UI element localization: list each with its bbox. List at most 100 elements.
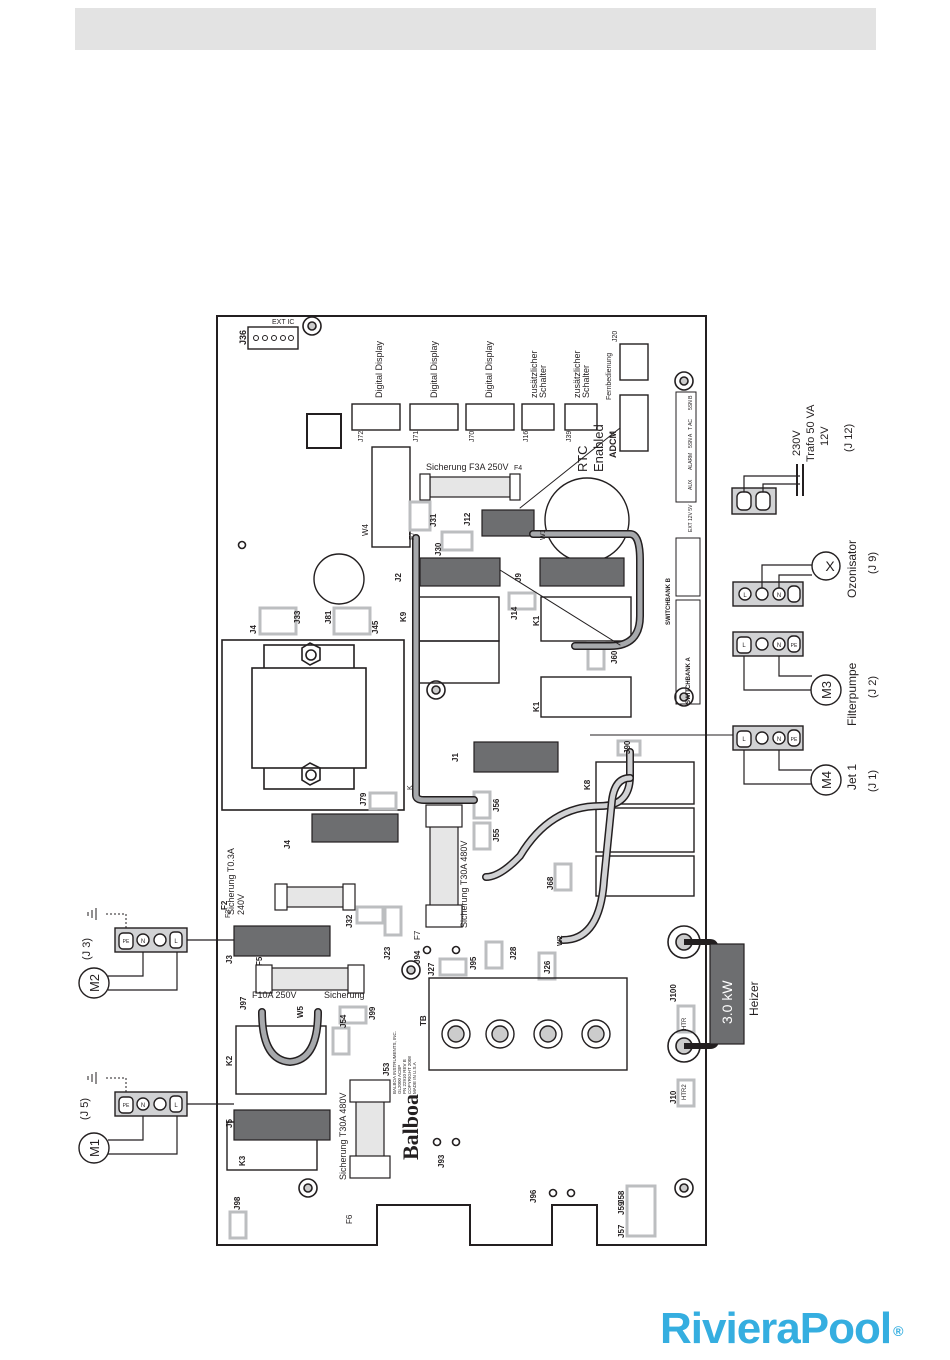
label-j33: J33 bbox=[293, 610, 302, 624]
jet1-label: Jet 1 bbox=[845, 764, 859, 790]
label-j90: J90 bbox=[623, 740, 632, 754]
m1-term-pe: PE bbox=[123, 1103, 130, 1109]
jet-term-n: N bbox=[777, 737, 781, 743]
label-j95: J95 bbox=[469, 956, 478, 970]
terminal-block bbox=[428, 977, 628, 1071]
adcm-label: ADCM bbox=[608, 431, 618, 458]
fuse-f2-id: F2 bbox=[220, 900, 229, 910]
label-j3: J3 bbox=[225, 955, 234, 964]
filter-pump-symbol: M3 bbox=[819, 681, 834, 699]
label-j26: J26 bbox=[543, 960, 552, 974]
label-tb: TB bbox=[419, 1015, 428, 1026]
capacitor bbox=[313, 553, 365, 605]
label-j45: J45 bbox=[371, 620, 380, 634]
label-j96: J96 bbox=[529, 1189, 538, 1203]
m2-jack: (J 3) bbox=[81, 938, 93, 960]
balboa-line-4: COPYRIGHT 2008 bbox=[407, 1056, 412, 1094]
display-2-jack: J71 bbox=[413, 431, 420, 442]
fuse-f6-label: Sicherung T30A 480V bbox=[338, 1093, 348, 1180]
label-f2: F2 bbox=[225, 910, 232, 918]
ozonator-connector bbox=[732, 551, 841, 607]
label-htr2: HTR2 bbox=[682, 1084, 688, 1100]
ozonator-symbol: X bbox=[825, 558, 835, 574]
jet1-symbol: M4 bbox=[819, 771, 834, 789]
rivierapool-logo: RivieraPool® bbox=[660, 1304, 930, 1354]
switchbank-a-label: SWITCHBANK A bbox=[686, 657, 692, 704]
transformer-block bbox=[221, 639, 405, 811]
heater-power: 3.0 kW bbox=[719, 980, 735, 1024]
brand-registered-mark: ® bbox=[893, 1323, 903, 1339]
label-j23: J23 bbox=[383, 946, 392, 960]
transformer-jack: (J 12) bbox=[843, 424, 855, 452]
label-j30: J30 bbox=[434, 542, 443, 556]
label-j68: J68 bbox=[546, 876, 555, 890]
label-k8: K8 bbox=[583, 779, 592, 790]
label-j53: J53 bbox=[382, 1062, 391, 1076]
jet1-jack: (J 1) bbox=[867, 770, 879, 792]
m2-term-l: L bbox=[174, 939, 178, 945]
ext-ic-label: EXT IC bbox=[272, 319, 294, 326]
side-ext-label: EXT 12V 5V bbox=[688, 504, 694, 532]
m2-term-pe: PE bbox=[123, 939, 130, 945]
display-1-label: Digital Display bbox=[374, 340, 384, 398]
pump-term-n: N bbox=[777, 643, 781, 649]
ozonator-term-l: L bbox=[743, 593, 747, 599]
switch-1-label1: zusätzlicher bbox=[529, 350, 539, 398]
pump-term-pe: PE bbox=[791, 643, 798, 649]
label-j1: J1 bbox=[451, 753, 460, 762]
label-j54: J54 bbox=[339, 1014, 348, 1028]
label-j27: J27 bbox=[427, 962, 436, 976]
switchbanks bbox=[675, 391, 701, 705]
switch-2-label1: zusätzlicher bbox=[572, 350, 582, 398]
transformer-v2: Trafo 50 VA bbox=[805, 404, 817, 462]
transformer-v3: 12V bbox=[819, 426, 831, 446]
switch-1-jack: J16 bbox=[523, 431, 530, 442]
buzzer bbox=[544, 477, 630, 563]
filter-pump-connector bbox=[732, 631, 842, 706]
display-connectors bbox=[351, 343, 649, 452]
ozonator-jack: (J 9) bbox=[867, 552, 879, 574]
remote-jack: J20 bbox=[612, 331, 619, 342]
m2-term-n: N bbox=[141, 939, 145, 945]
jumper-pads bbox=[228, 500, 696, 1240]
label-j28: J28 bbox=[509, 946, 518, 960]
j36-connector bbox=[247, 326, 299, 350]
label-j4-top: J4 bbox=[249, 625, 258, 634]
balboa-line-5: MADE IN U.S.A bbox=[412, 1062, 417, 1094]
board-outline bbox=[216, 315, 707, 1246]
side-5sna-label: 5SN A bbox=[688, 433, 694, 448]
rtc-enabled-label: Enabled bbox=[591, 424, 606, 472]
ozonator-label: Ozonisator bbox=[845, 540, 859, 598]
pump-term-l: L bbox=[742, 643, 746, 649]
label-j31: J31 bbox=[429, 513, 438, 527]
label-j10: J10 bbox=[669, 1090, 678, 1104]
balboa-logo: Balboa bbox=[398, 1094, 423, 1160]
side-aux-label: AUX bbox=[688, 479, 694, 490]
jet-term-pe: PE bbox=[791, 737, 798, 743]
display-1-jack: J72 bbox=[358, 431, 365, 442]
m1-connector bbox=[78, 1072, 234, 1164]
fuse-f5-label: F10A 250V bbox=[252, 990, 297, 1000]
label-j59: J59 bbox=[617, 1201, 626, 1215]
j36-label: J36 bbox=[238, 330, 248, 345]
m1-term-l: L bbox=[174, 1103, 178, 1109]
label-k3: K3 bbox=[238, 1155, 247, 1166]
jet1-connector bbox=[590, 725, 842, 796]
label-htr: HTR bbox=[682, 1017, 688, 1030]
label-k9: K9 bbox=[399, 611, 408, 622]
m2-symbol: M2 bbox=[87, 974, 102, 992]
filter-pump-label: Filterpumpe bbox=[845, 662, 859, 726]
label-j5: J5 bbox=[225, 1119, 234, 1128]
label-j79: J79 bbox=[359, 792, 368, 806]
m1-symbol: M1 bbox=[87, 1139, 102, 1157]
balboa-line-1: BALBOA INSTRUMENTS, INC. bbox=[392, 1031, 397, 1094]
label-k2: K2 bbox=[225, 1055, 234, 1066]
balboa-line-2: GL2000 ACBP bbox=[397, 1065, 402, 1094]
switch-2-jack: J39 bbox=[566, 431, 573, 442]
fuse-f2-sublabel: 240V bbox=[236, 894, 246, 915]
display-2-label: Digital Display bbox=[429, 340, 439, 398]
label-j60: J60 bbox=[610, 650, 619, 664]
fuse-f5-sublabel: Sicherung bbox=[324, 990, 365, 1000]
label-j100: J100 bbox=[669, 984, 678, 1002]
